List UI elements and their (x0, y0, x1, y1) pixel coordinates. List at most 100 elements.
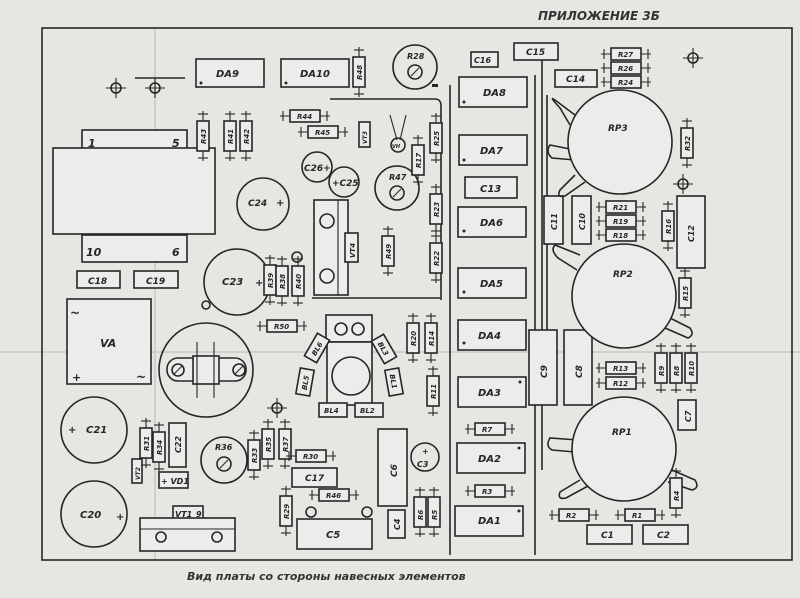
resistor-label: R50 (274, 323, 289, 331)
resistor-label: R30 (303, 453, 318, 461)
resistor-r10: R10 (684, 343, 698, 393)
svg-text:9: 9 (196, 510, 202, 519)
svg-text:VT2: VT2 (135, 467, 142, 480)
svg-text:+: + (116, 512, 124, 523)
svg-text:RP3: RP3 (608, 124, 628, 134)
resistor-label: R43 (200, 129, 208, 144)
resistor-label: R34 (156, 440, 164, 455)
svg-text:DA7: DA7 (480, 146, 503, 157)
resistor-label: R37 (282, 437, 290, 452)
bus-bar (432, 84, 438, 87)
capacitor-c18: C18 (76, 270, 121, 289)
svg-text:+C25: +C25 (332, 179, 359, 189)
svg-text:~: ~ (136, 370, 146, 384)
resistor-label: R38 (279, 274, 287, 289)
resistor-label: R40 (295, 274, 303, 289)
resistor-r1: R1 (615, 508, 665, 522)
svg-text:C11: C11 (550, 213, 559, 230)
svg-text:+: + (68, 425, 76, 436)
lamp-cluster: BL6 BL5 BL4 BL2 BL1 BL3 (294, 314, 405, 418)
capacitor-c23: C23+ (203, 248, 271, 316)
svg-text:C9: C9 (540, 365, 550, 378)
resistor-label: R32 (684, 136, 692, 151)
svg-text:C21: C21 (86, 425, 107, 436)
svg-text:C13: C13 (480, 184, 501, 195)
potentiometer-rp1: RP1 (547, 396, 698, 502)
svg-text:C18: C18 (88, 277, 107, 287)
mounting-hole (291, 251, 303, 263)
resistor-r6: R6 (413, 487, 427, 537)
resistor-r5: R5 (427, 487, 441, 537)
ic-da4: DA4 (457, 319, 527, 351)
resistor-r25: R25 (429, 113, 443, 163)
capacitor-c14: C14 (554, 69, 598, 88)
resistor-r30: R30 (286, 449, 336, 463)
resistor-label: R18 (613, 232, 628, 240)
ic-da9: DA9 (195, 58, 265, 88)
transistor-vt1: VT1 9 (139, 505, 236, 552)
mounting-hole (201, 300, 211, 310)
mounting-hole (267, 398, 287, 418)
svg-text:DA3: DA3 (478, 388, 501, 399)
trimmer-r47: R47 (374, 165, 420, 211)
resistor-label: R10 (688, 361, 696, 376)
capacitor-c24: C24+ (236, 177, 290, 231)
board-outline (41, 27, 793, 561)
resistor-label: R3 (482, 488, 492, 496)
resistor-label: R1 (632, 512, 642, 520)
resistor-r14: R14 (424, 313, 438, 363)
transistor-vt3: VT3 (358, 121, 371, 148)
svg-text:C16: C16 (474, 56, 491, 65)
svg-text:R36: R36 (215, 443, 233, 452)
resistor-r8: R8 (669, 343, 683, 393)
svg-text:DA5: DA5 (480, 279, 503, 290)
capacitor-c12: C12 (676, 195, 706, 269)
resistor-label: R39 (267, 273, 275, 288)
resistor-label: R13 (613, 365, 628, 373)
resistor-label: R2 (566, 512, 576, 520)
capacitor-c19: C19 (133, 270, 179, 289)
svg-text:DA10: DA10 (300, 69, 330, 80)
resistor-r46: R46 (309, 488, 359, 502)
transformer-pin-6: 6 (172, 246, 180, 259)
resistor-label: R17 (415, 153, 423, 168)
resistor-label: R27 (618, 51, 633, 59)
capacitor-c8: C8 (563, 329, 593, 406)
mounting-hole (106, 78, 126, 98)
capacitor-c11: C11 (543, 195, 564, 245)
resistor-label: R15 (682, 286, 690, 301)
capacitor-c7: C7 (677, 399, 697, 431)
svg-text:C10: C10 (578, 213, 587, 230)
svg-text:BL5: BL5 (301, 375, 311, 391)
resistor-label: R6 (417, 510, 425, 520)
svg-text:+: + (72, 371, 81, 384)
indicator-vh: VH (389, 114, 407, 153)
svg-text:C14: C14 (566, 75, 585, 85)
resistor-r2: R2 (549, 508, 599, 522)
svg-text:C12: C12 (687, 225, 696, 242)
resistor-label: R22 (433, 251, 441, 266)
diode-bridge-va: ~ VA + ~ (66, 298, 152, 385)
resistor-label: R48 (356, 65, 364, 80)
svg-text:C6: C6 (390, 464, 400, 477)
resistor-r22: R22 (429, 233, 443, 283)
resistor-label: R8 (673, 366, 681, 376)
trimmer-r36: R36 (200, 436, 248, 484)
svg-text:DA9: DA9 (216, 69, 239, 80)
svg-text:VT1: VT1 (175, 510, 192, 519)
svg-text:+: + (276, 198, 284, 209)
resistor-label: R4 (673, 491, 681, 501)
resistor-r29: R29 (279, 486, 293, 536)
svg-text:C4: C4 (393, 518, 402, 530)
svg-text:C17: C17 (305, 474, 325, 484)
svg-text:C3: C3 (417, 460, 429, 469)
resistor-label: R21 (613, 204, 628, 212)
resistor-r37: R37 (278, 419, 292, 469)
mounting-hole (145, 78, 165, 98)
resistor-label: R9 (658, 366, 666, 376)
resistor-label: R33 (251, 448, 259, 463)
resistor-label: R41 (227, 129, 235, 144)
ic-da8: DA8 (458, 76, 528, 108)
svg-text:RP1: RP1 (612, 428, 632, 438)
transformer-pin-5: 5 (172, 137, 180, 150)
